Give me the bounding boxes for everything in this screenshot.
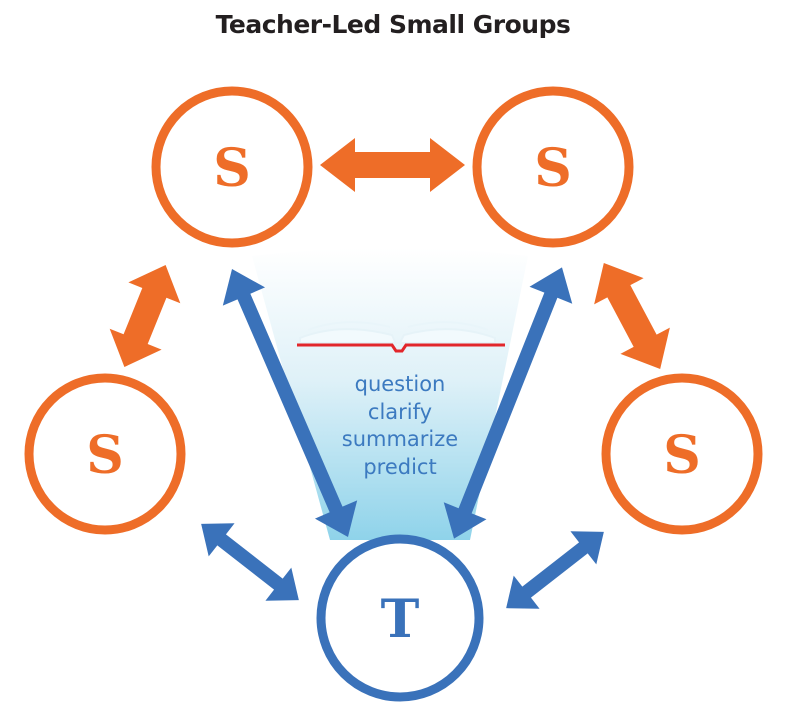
student-letter: S (213, 138, 251, 199)
teacher-letter: T (381, 589, 420, 650)
arrow-student-right-pair (594, 263, 670, 369)
arrow-teacher-student-top-left (222, 269, 358, 537)
student-letter: S (534, 138, 572, 199)
open-book-icon (297, 321, 505, 353)
diagram-title: Teacher-Led Small Groups (215, 10, 571, 39)
arrow-teacher-student-mid-right (506, 531, 604, 609)
strategy-summarize: summarize (342, 427, 458, 451)
student-node-top-left: S (151, 86, 313, 248)
student-node-top-right: S (472, 86, 634, 248)
strategy-predict: predict (363, 455, 436, 479)
arrow-teacher-student-top-right (443, 267, 573, 539)
student-node-mid-left: S (24, 373, 186, 535)
strategy-question: question (355, 372, 446, 396)
strategy-clarify: clarify (368, 400, 432, 424)
arrow-teacher-student-mid-left (201, 523, 299, 601)
arrow-student-left-pair (109, 265, 181, 367)
student-node-mid-right: S (601, 373, 763, 535)
student-letter: S (663, 425, 701, 486)
teacher-node: T (316, 534, 484, 702)
student-letter: S (86, 425, 124, 486)
arrow-student-top-pair (320, 138, 465, 192)
